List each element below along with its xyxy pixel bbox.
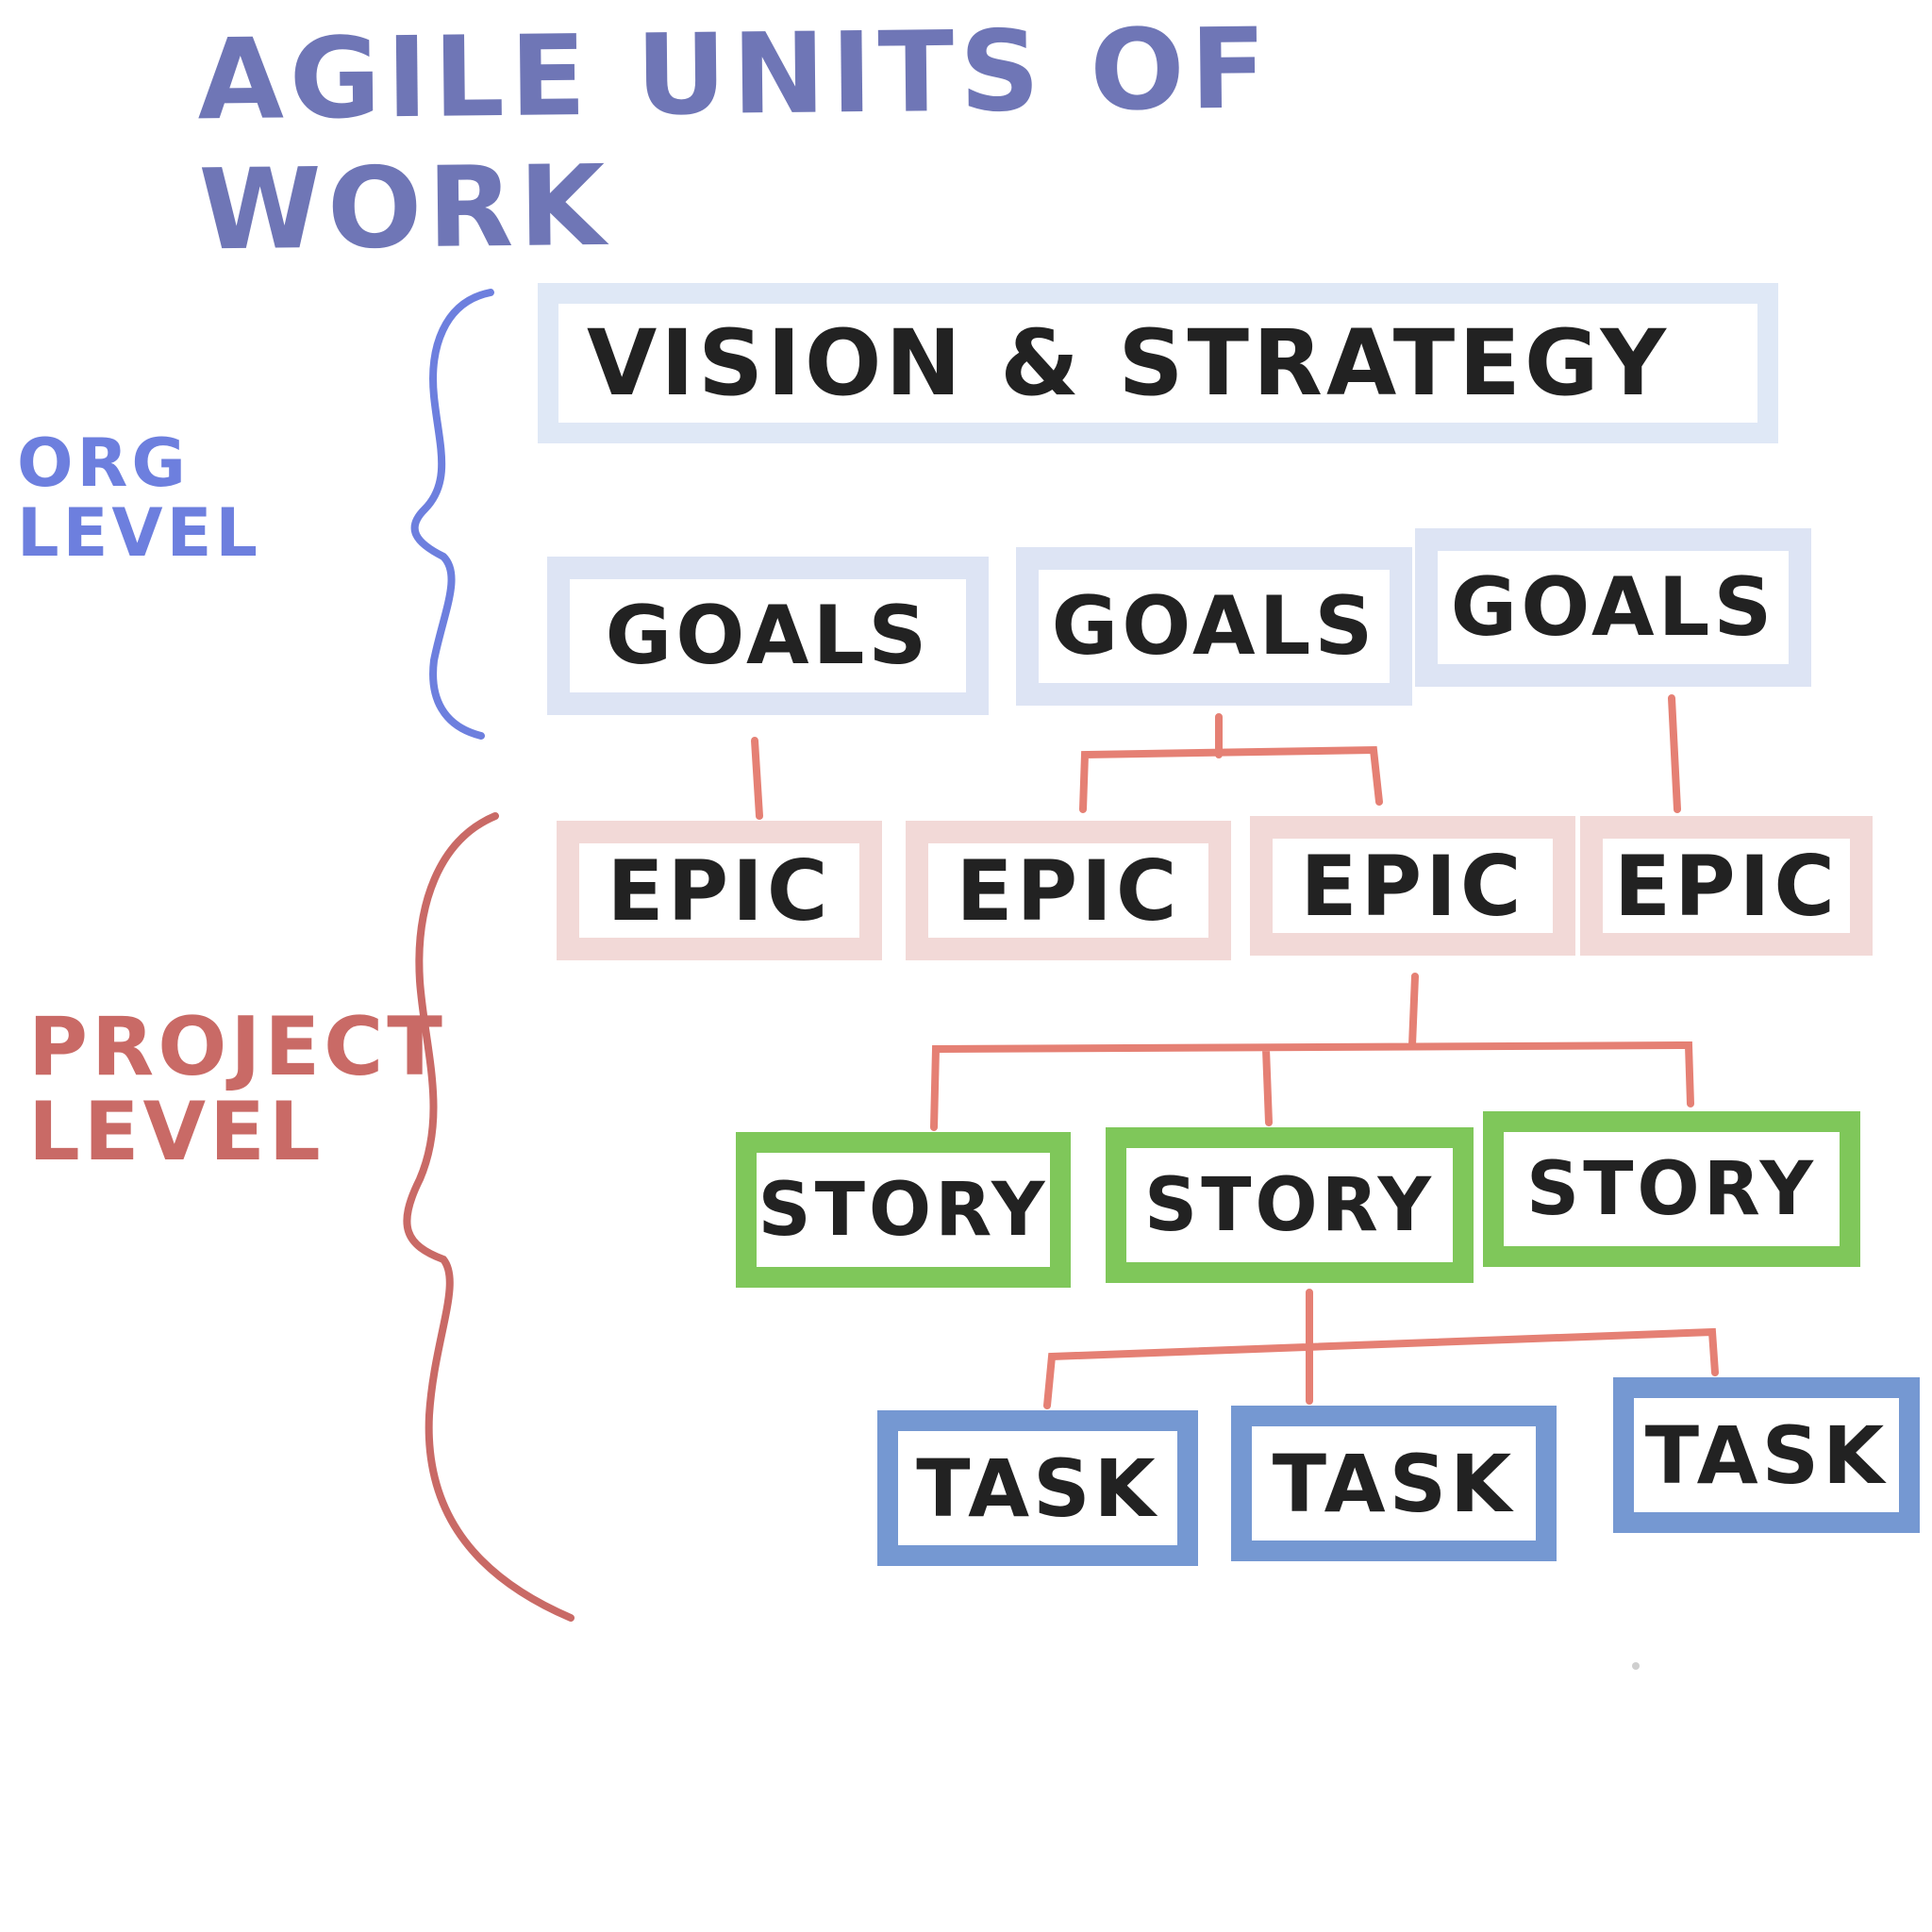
org-brace (410, 289, 494, 740)
epic-node-4: EPIC (1580, 816, 1873, 956)
story-node-2: STORY (1106, 1127, 1474, 1283)
task-node-1: TASK (877, 1410, 1198, 1566)
connector-goal2-epics (1079, 713, 1383, 813)
stray-dot (1632, 1662, 1640, 1670)
goal-node-3: GOALS (1415, 528, 1811, 687)
project-label-line1: PROJECT (28, 1000, 446, 1094)
org-level-label: ORG LEVEL (17, 425, 262, 572)
story-node-3: STORY (1483, 1111, 1860, 1267)
org-label-line2: LEVEL (17, 493, 262, 572)
task-node-3: TASK (1613, 1377, 1920, 1533)
task-node-2: TASK (1231, 1406, 1557, 1561)
org-label-line1: ORG (17, 425, 190, 502)
goal-node-1: GOALS (547, 557, 989, 715)
connector-story2-tasks (1043, 1289, 1719, 1409)
epic-node-2: EPIC (906, 821, 1231, 960)
epic-node-1: EPIC (557, 821, 882, 960)
project-brace (403, 812, 575, 1622)
connector-goal3-epic4 (1668, 694, 1681, 813)
goal-node-2: GOALS (1016, 547, 1412, 706)
project-label-line2: LEVEL (28, 1085, 325, 1180)
connector-goal1-epic1 (751, 737, 763, 820)
epic-node-3: EPIC (1250, 816, 1575, 956)
project-level-label: PROJECT LEVEL (28, 1005, 446, 1175)
vision-strategy-node: VISION & STRATEGY (538, 283, 1778, 443)
connector-epic3-stories (930, 973, 1694, 1131)
story-node-1: STORY (736, 1132, 1071, 1288)
